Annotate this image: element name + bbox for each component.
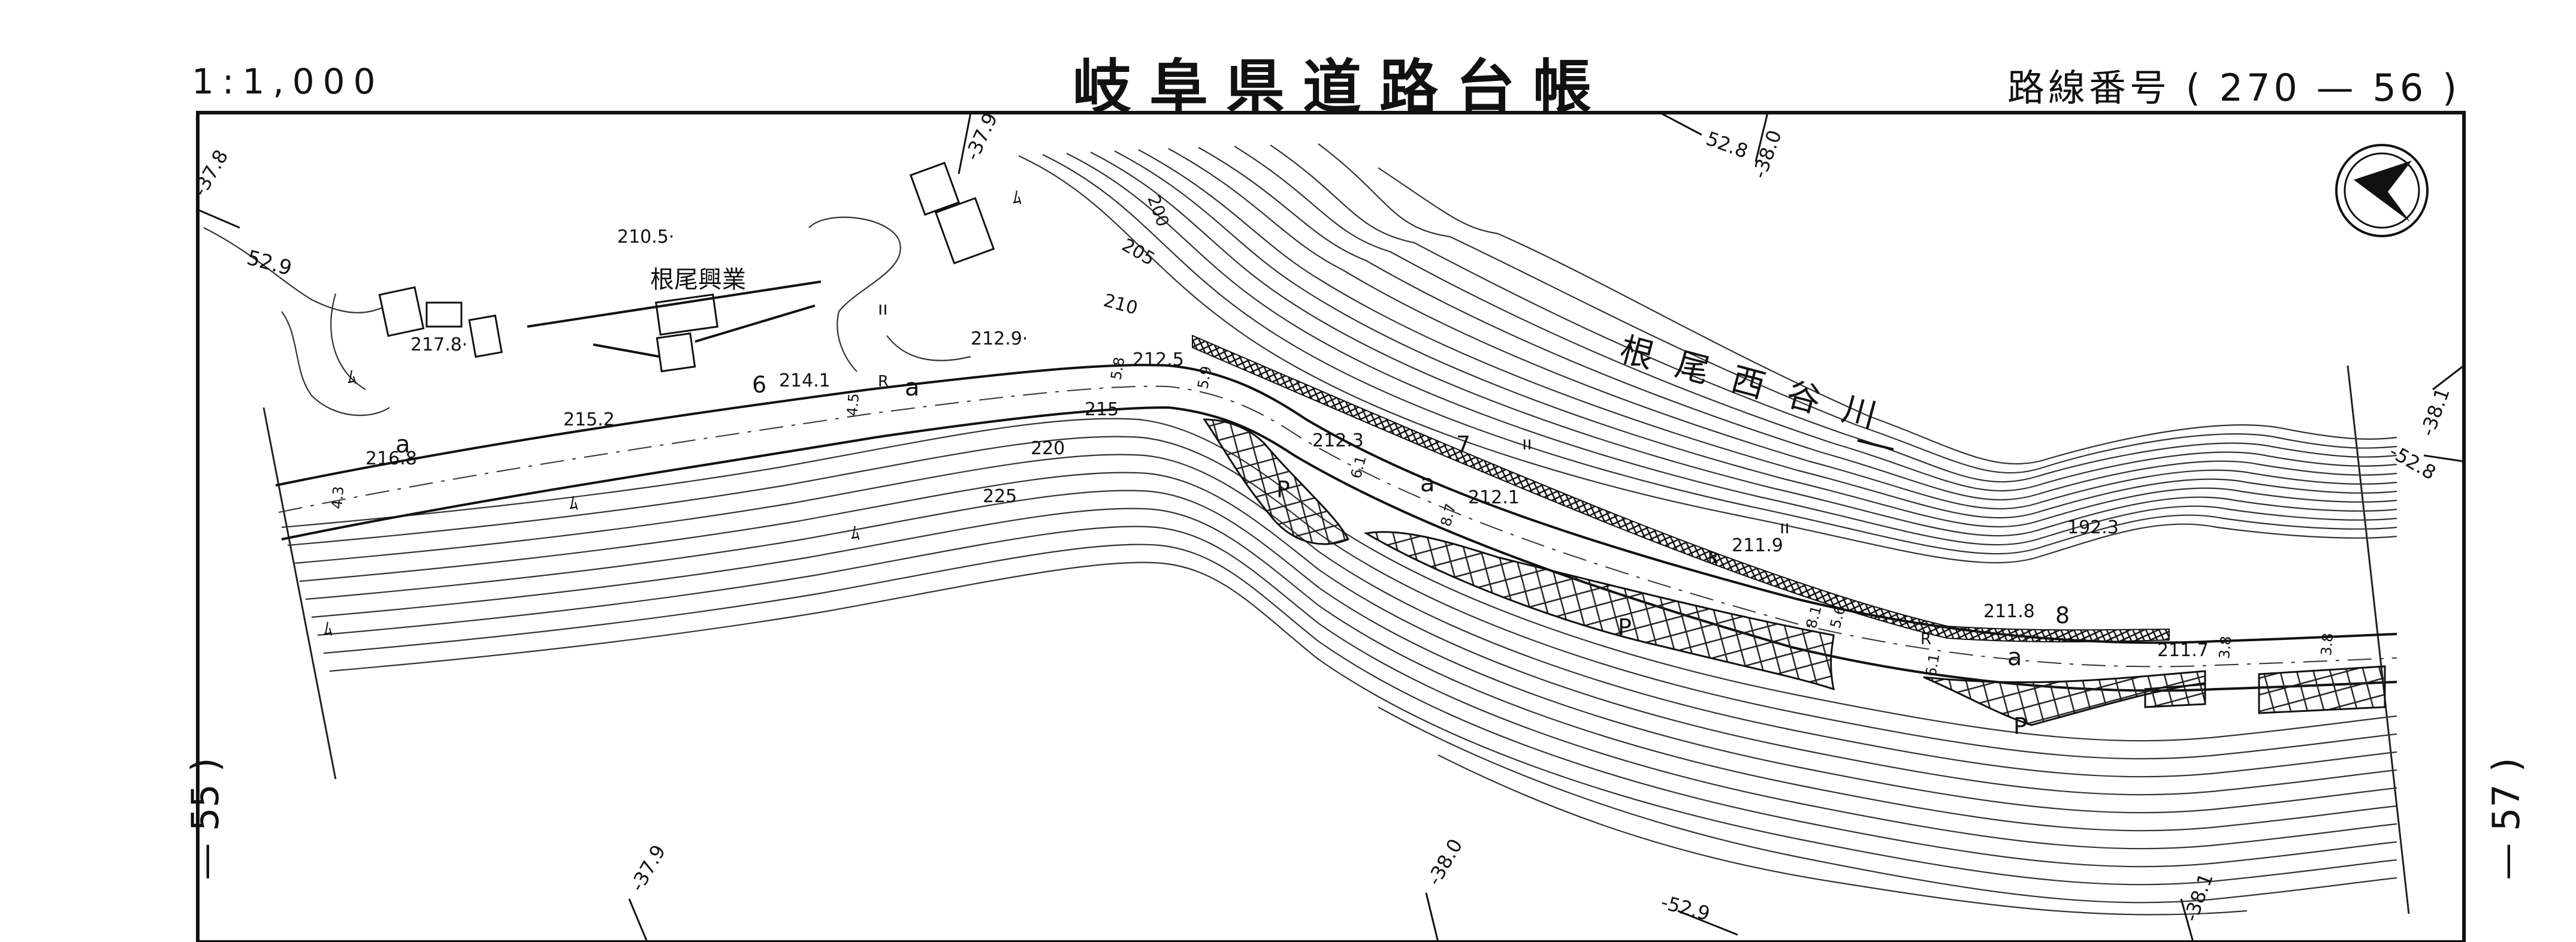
- grid-label: -37.8: [188, 146, 232, 200]
- section-letter: a: [2007, 644, 2022, 671]
- spot-height: 192.3: [2067, 517, 2119, 538]
- contour-lines-lower: [281, 418, 2397, 916]
- section-number: 7: [1456, 431, 1470, 458]
- section-number: 6: [752, 372, 766, 398]
- section-letter: a: [395, 431, 410, 458]
- spot-height: 212.3: [1312, 430, 1364, 451]
- route-number-label: 路線番号: [2007, 66, 2171, 110]
- spot-height: 211.8: [1983, 601, 2035, 622]
- map-scale: 1:1,000: [192, 61, 384, 102]
- svg-text:ﾑ: ﾑ: [348, 367, 357, 388]
- contour-label: 210: [1101, 290, 1140, 319]
- contour-label: 205: [1118, 235, 1158, 270]
- spot-height: 216.8: [366, 448, 417, 469]
- svg-text:ﾑ: ﾑ: [569, 493, 578, 514]
- river-label: 根尾西谷川: [1615, 330, 1903, 442]
- svg-text:ıı: ıı: [1780, 517, 1790, 538]
- width-label: 5.9: [1194, 365, 1215, 390]
- grid-label: -52.8: [2385, 440, 2440, 484]
- width-label: 3.8: [2216, 635, 2234, 659]
- svg-text:ıı: ıı: [878, 298, 888, 319]
- sheet-boundary-left: [262, 407, 337, 780]
- grid-label: -38.0: [1423, 835, 1467, 889]
- embankment-hatch: [1192, 334, 2170, 643]
- spot-height: 211.7: [2157, 640, 2209, 661]
- width-label: 3.8: [2318, 632, 2336, 656]
- sheet-title: 岐阜県道路台帳: [1073, 53, 1610, 122]
- spot-height: 214.1: [779, 370, 831, 391]
- contour-label: 220: [1031, 438, 1065, 459]
- river-flow-arrow-icon: [1857, 439, 1894, 451]
- section-letter: P: [2013, 713, 2027, 739]
- spot-height: 212.1: [1468, 487, 1520, 508]
- spot-height: 212.9·: [971, 328, 1028, 349]
- spot-height: 215.2: [563, 409, 615, 430]
- width-label: 6.1: [1348, 454, 1370, 480]
- road-centerline: [278, 385, 2397, 668]
- width-label: 4.5: [844, 393, 862, 416]
- route-number-value: ( 270 — 56 ): [2185, 66, 2461, 110]
- grid-label: -37.9: [626, 841, 670, 895]
- map-frame: [196, 111, 2466, 942]
- spot-height: 211.9: [1732, 535, 1783, 556]
- grid-label: 52.8: [1703, 127, 1751, 163]
- grid-label: -38.0: [1748, 127, 1786, 182]
- section-letter: P: [1618, 614, 1632, 641]
- grid-label: -52.9: [1659, 890, 1713, 925]
- grid-label: -38.1: [2179, 870, 2218, 925]
- contour-lines-upper: [1018, 143, 2397, 564]
- buildings: [378, 161, 995, 373]
- spot-height: 217.8·: [410, 334, 467, 355]
- width-label: 8.1: [1803, 603, 1825, 630]
- width-label: 5.8: [1107, 356, 1128, 381]
- spot-height: 210.5·: [617, 227, 674, 247]
- grid-label: 52.9: [244, 246, 294, 280]
- section-letter: R: [1708, 550, 1719, 567]
- section-letter: a: [1420, 470, 1435, 497]
- section-letter: P: [1276, 476, 1290, 503]
- terrain-symbols: ﾑ ﾑ ﾑ ﾑ ﾑ ıı ıı ıı: [324, 188, 1790, 640]
- section-letter: R: [1920, 630, 1931, 648]
- section-number: 8: [2055, 602, 2070, 629]
- spot-height: 212.5: [1133, 349, 1184, 370]
- svg-text:ıı: ıı: [1522, 433, 1532, 454]
- width-label: 4.3: [328, 485, 347, 509]
- north-arrow-icon: [2335, 144, 2429, 237]
- svg-text:ﾑ: ﾑ: [851, 523, 860, 544]
- grid-label: -38.1: [2416, 385, 2454, 439]
- hatched-areas: [1203, 418, 2386, 726]
- company-label: 根尾興業: [650, 266, 746, 294]
- width-label: 6.1: [1922, 653, 1943, 678]
- section-letter: R: [878, 373, 889, 391]
- fences: [527, 280, 822, 358]
- contour-label: 225: [983, 486, 1017, 507]
- width-label: 8.7: [1438, 502, 1460, 528]
- contour-label: 200: [1143, 192, 1173, 230]
- section-letter: a: [905, 374, 920, 401]
- route-number: 路線番号 ( 270 — 56 ): [2007, 58, 2460, 111]
- svg-text:ﾑ: ﾑ: [324, 619, 333, 640]
- contour-label: 215: [1085, 399, 1119, 420]
- grid-ticks: [197, 111, 2465, 942]
- svg-text:ﾑ: ﾑ: [1013, 188, 1022, 209]
